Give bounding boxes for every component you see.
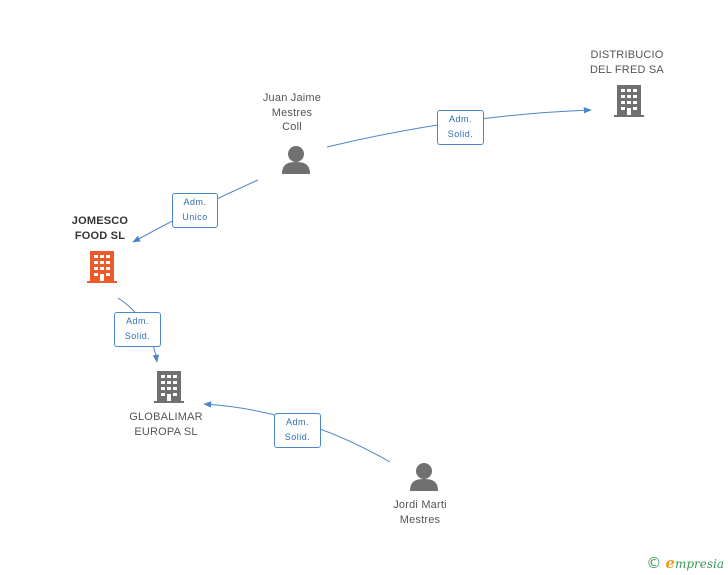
node-label-line: Juan Jaime — [262, 92, 322, 104]
building-icon[interactable] — [153, 370, 185, 404]
relation-label-line: Adm. — [448, 114, 472, 124]
node-label-juan-jaime-mestres-coll[interactable]: Juan Jaime Mestres Coll — [247, 91, 337, 135]
relation-label-juan-jomesco[interactable]: Adm. Unico — [172, 193, 218, 228]
node-label-line: Coll — [282, 121, 302, 133]
relation-label-line: Solid. — [124, 331, 151, 341]
relation-label-line: Unico — [182, 212, 208, 222]
person-icon[interactable] — [408, 462, 440, 492]
building-icon[interactable] — [86, 250, 118, 284]
relation-label-line: Adm. — [125, 316, 149, 326]
node-label-distribucio-del-fred-sa[interactable]: DISTRIBUCIO DEL FRED SA — [583, 48, 671, 77]
relation-label-jordi-globalimar[interactable]: Adm. Solid. — [274, 413, 321, 448]
node-label-line: DISTRIBUCIO — [590, 49, 664, 61]
node-label-line: Jordi Marti — [393, 499, 447, 511]
empresia-logo: empresia — [665, 554, 724, 572]
node-label-line: JOMESCO — [71, 215, 129, 227]
relation-label-line: Solid. — [447, 129, 474, 139]
relation-label-juan-distribucio[interactable]: Adm. Solid. — [437, 110, 484, 145]
person-icon[interactable] — [280, 145, 312, 175]
brand-rest: mpresia — [674, 557, 724, 571]
relation-label-jomesco-globalimar[interactable]: Adm. Solid. — [114, 312, 161, 347]
node-label-globalimar-europa-sl[interactable]: GLOBALIMAR EUROPA SL — [121, 410, 211, 439]
relation-label-line: Adm. — [183, 197, 207, 207]
node-label-line: EUROPA SL — [134, 425, 198, 438]
building-icon[interactable] — [613, 84, 645, 118]
node-label-jomesco-food-sl[interactable]: JOMESCO FOOD SL — [55, 214, 145, 243]
node-label-line: FOOD SL — [74, 229, 126, 242]
relation-label-line: Solid. — [284, 432, 311, 442]
copyright-symbol: © — [646, 554, 662, 572]
node-label-line: Mestres — [271, 106, 313, 119]
node-label-line: Mestres — [399, 513, 441, 526]
node-label-jordi-marti-mestres[interactable]: Jordi Marti Mestres — [375, 498, 465, 527]
node-label-line: DEL FRED SA — [590, 63, 664, 76]
empresia-watermark: © empresia — [646, 554, 724, 572]
relation-label-line: Adm. — [285, 417, 309, 427]
brand-initial: e — [665, 554, 675, 572]
node-label-line: GLOBALIMAR — [129, 411, 203, 423]
